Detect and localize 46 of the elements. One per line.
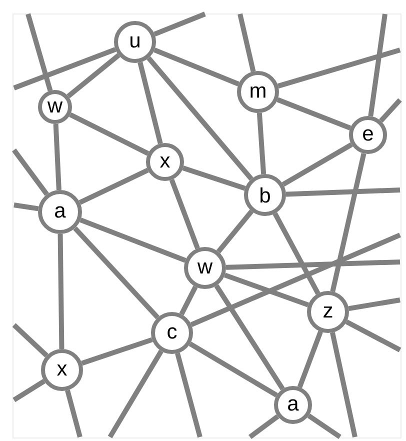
edge-line: [14, 202, 39, 212]
edge-line: [277, 48, 401, 88]
edge-line: [108, 350, 164, 438]
edge-line: [169, 178, 200, 250]
edge-line: [78, 168, 149, 205]
edge-line: [276, 97, 352, 130]
edge-line: [238, 13, 256, 72]
edge-line: [330, 152, 366, 292]
edge-line: [146, 56, 254, 181]
edge-line: [297, 330, 323, 388]
edge-line: [12, 323, 48, 358]
edge-line: [12, 379, 46, 402]
edge-line: [26, 13, 53, 92]
edge-line: [345, 320, 402, 352]
edge-line: [179, 286, 198, 316]
edge-line: [58, 234, 64, 350]
edge-line: [81, 337, 153, 366]
edge-line: [73, 226, 160, 320]
edge-line: [286, 188, 400, 197]
edge-line: [154, 12, 206, 37]
edge-line: [175, 352, 202, 438]
edge-line: [190, 232, 401, 327]
edge-line: [182, 166, 246, 191]
edge-line: [368, 14, 388, 117]
edge-line: [248, 414, 280, 439]
edge-line: [226, 260, 400, 270]
edge-line: [214, 284, 285, 390]
edge-line: [12, 148, 49, 196]
edge-line: [66, 53, 120, 98]
edge-line: [272, 212, 320, 295]
edge-line: [65, 390, 82, 438]
edge-line: [154, 48, 240, 86]
edge-line: [282, 142, 353, 187]
edge-line: [348, 298, 400, 312]
edge-line: [330, 332, 358, 438]
edge-line: [138, 62, 163, 144]
edge-line: [378, 98, 402, 123]
edge-line: [188, 342, 278, 398]
edge-line: [80, 218, 186, 263]
edge-line: [69, 112, 150, 156]
edge-line: [224, 272, 310, 308]
edge-line: [53, 124, 62, 190]
edge-line: [216, 210, 254, 254]
edge-line: [307, 414, 342, 440]
edge-line: [13, 47, 116, 90]
edge-line: [256, 112, 266, 174]
